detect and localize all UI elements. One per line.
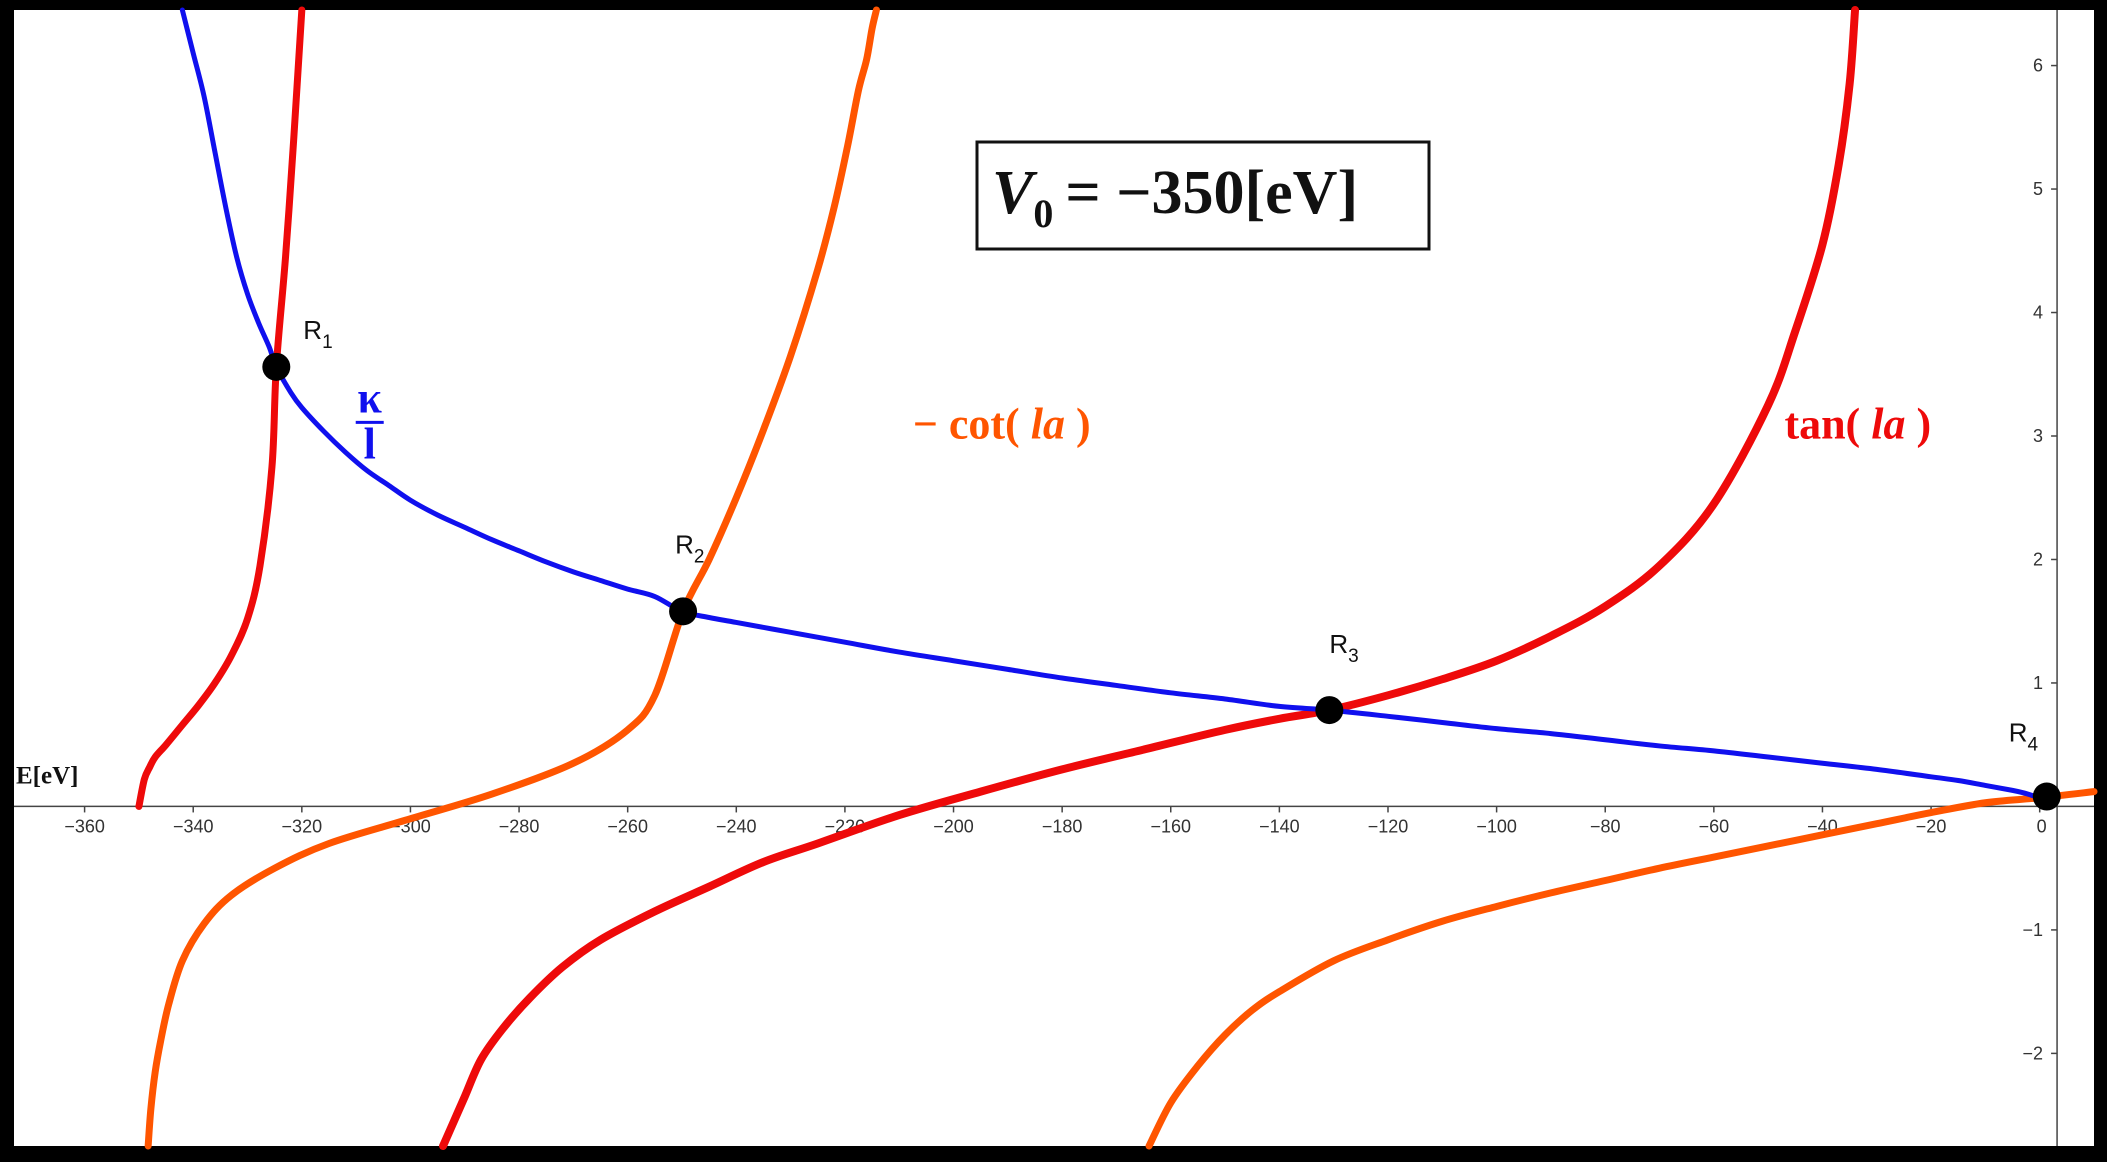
kappa-numerator: κ — [357, 373, 382, 422]
cot-prefix: − — [913, 399, 938, 448]
series-tan-la-branch-1 — [135, 6, 306, 810]
axes-layer: −360−340−320−300−280−260−240−220−200−180… — [14, 10, 2094, 1146]
point-label-r3: R3 — [1329, 629, 1358, 667]
cot-func: cot( — [949, 399, 1020, 448]
intersection-point-r2 — [669, 597, 698, 626]
y-tick-label: 2 — [2033, 549, 2043, 569]
point-label-r2: R2 — [675, 529, 704, 567]
x-tick-label: −360 — [64, 816, 105, 836]
potential-box: V0 = −350[eV] — [975, 140, 1431, 251]
potential-box-text: V0 = −350[eV] — [992, 159, 1358, 236]
intersection-point-r4 — [2032, 782, 2061, 811]
v-expression: = −350[eV] — [1065, 159, 1358, 227]
y-tick-label: 4 — [2033, 303, 2043, 323]
tan-arg: la — [1871, 399, 1905, 448]
tan-close: ) — [1916, 399, 1931, 448]
x-tick-label: −340 — [173, 816, 214, 836]
y-tick-label: 1 — [2033, 673, 2043, 693]
series-minus-cot-la-branch-1 — [144, 6, 880, 1150]
x-axis-label: E[eV] — [16, 762, 78, 789]
x-tick-label: −260 — [607, 816, 648, 836]
x-tick-label: −80 — [1590, 816, 1621, 836]
x-tick-label: −240 — [716, 816, 757, 836]
intersection-point-r1 — [262, 352, 291, 381]
y-tick-label: −1 — [2023, 920, 2044, 940]
v-subscript: 0 — [1033, 191, 1053, 236]
x-tick-label: −200 — [933, 816, 974, 836]
kappa-over-l-label: κ l — [355, 373, 384, 468]
x-ticks: −360−340−320−300−280−260−240−220−200−180… — [64, 806, 2047, 836]
cot-arg: la — [1031, 399, 1065, 448]
cot-close: ) — [1076, 399, 1091, 448]
curve-labels: κ l − cot( la ) tan( la ) — [355, 373, 1931, 468]
tan-label: tan( la ) — [1784, 399, 1931, 448]
x-tick-label: −320 — [282, 816, 323, 836]
x-tick-label: −140 — [1259, 816, 1300, 836]
y-tick-label: 5 — [2033, 179, 2043, 199]
kappa-denominator: l — [364, 419, 376, 468]
series-minus-cot-la-branch-2 — [1145, 788, 2098, 1150]
y-tick-label: 6 — [2033, 56, 2043, 76]
point-label-r1: R1 — [303, 315, 332, 353]
intersection-point-r3 — [1315, 696, 1344, 725]
x-tick-label: −160 — [1150, 816, 1191, 836]
x-tick-label: 0 — [2037, 816, 2047, 836]
x-tick-label: −60 — [1699, 816, 1730, 836]
v-letter: V — [992, 159, 1038, 227]
x-tick-label: −120 — [1368, 816, 1409, 836]
x-tick-label: −20 — [1916, 816, 1947, 836]
y-tick-label: 3 — [2033, 426, 2043, 446]
x-tick-label: −100 — [1476, 816, 1517, 836]
x-tick-label: −280 — [499, 816, 540, 836]
minus-cot-label: − cot( la ) — [913, 399, 1091, 448]
point-label-r4: R4 — [2009, 718, 2039, 756]
series-tan-la-branch-2 — [439, 6, 1860, 1150]
tan-func: tan( — [1784, 399, 1860, 448]
y-ticks: −2 −1 1 2 3 4 5 6 — [2023, 56, 2058, 1063]
x-tick-label: −180 — [1042, 816, 1083, 836]
potential-box-frame — [975, 140, 1431, 251]
y-tick-label: −2 — [2023, 1043, 2044, 1063]
